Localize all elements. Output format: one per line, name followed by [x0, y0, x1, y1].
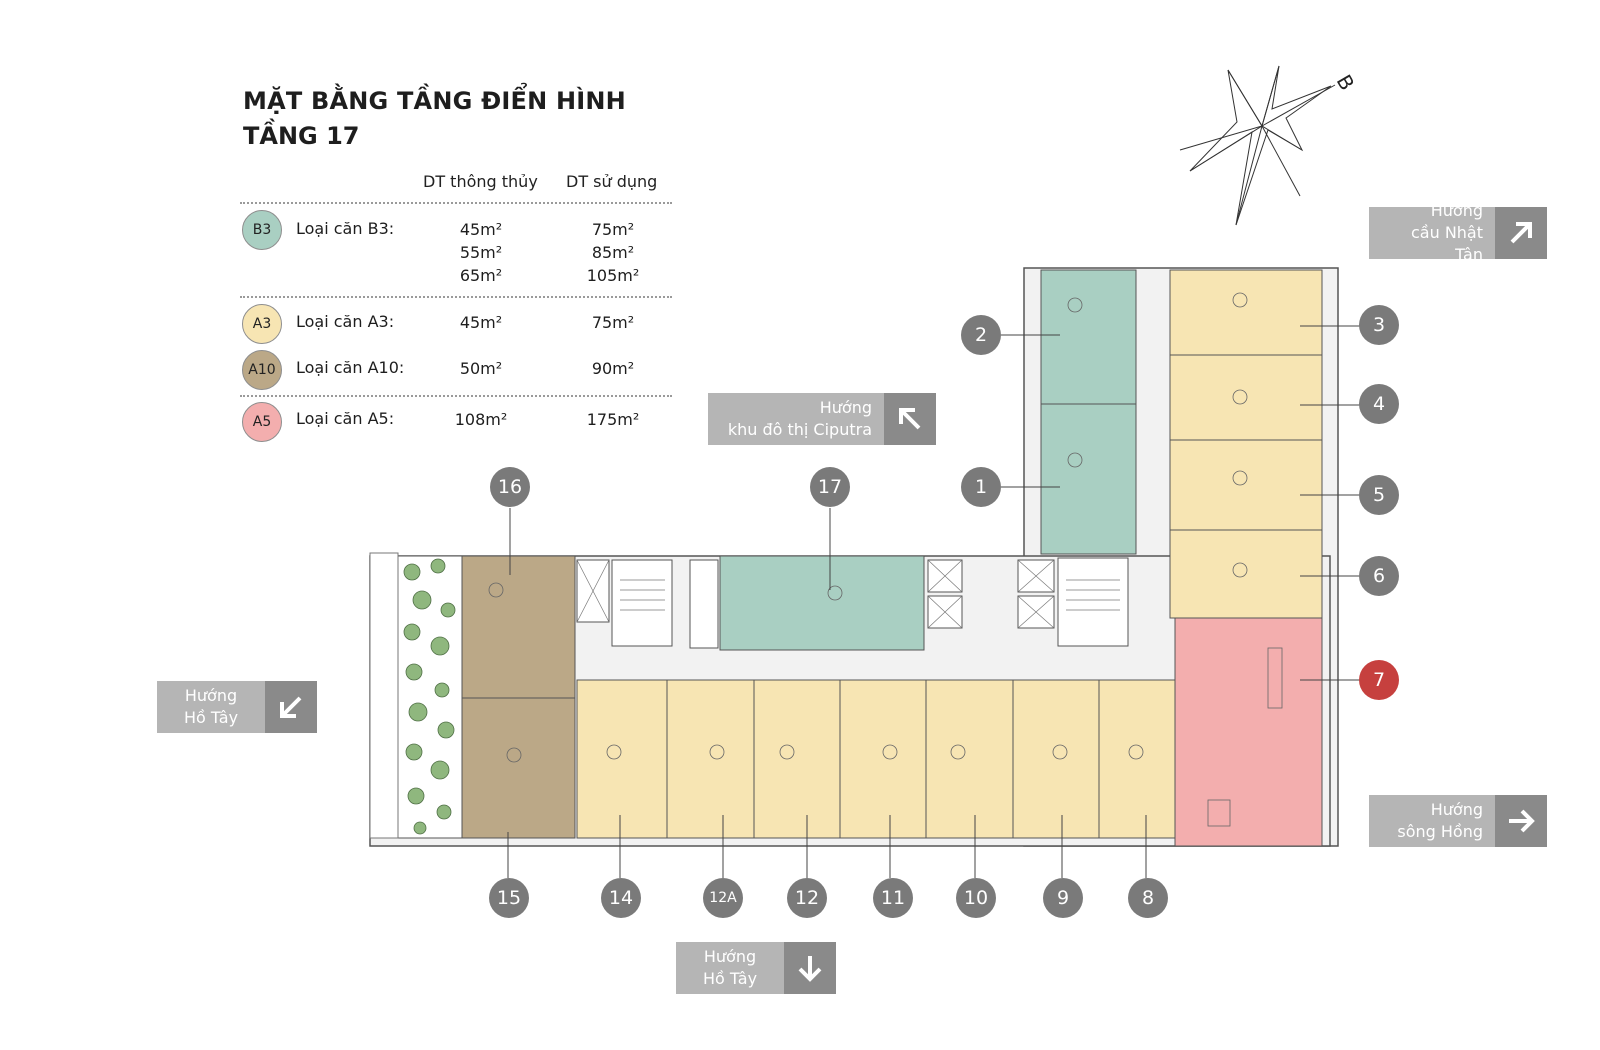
unit-6-area: [1169, 529, 1323, 619]
a10-clear-area: 50m²: [459, 359, 503, 378]
type-label-b3: Loại căn B3:: [296, 219, 395, 238]
staircase-lines: [576, 559, 1120, 629]
b3-used-area-1: 75m²: [591, 220, 635, 239]
direction-song-hong-line2: sông Hồng: [1397, 822, 1483, 841]
b3-used-area-3: 105m²: [586, 266, 640, 285]
direction-ho-tay-bottom-line1: Hướng: [703, 947, 757, 966]
unit-badge-9[interactable]: 9: [1043, 878, 1083, 918]
arrow-up-right-icon: [1495, 207, 1547, 259]
a3-used-area: 75m²: [591, 313, 635, 332]
direction-ho-tay-left-line2: Hồ Tây: [183, 708, 239, 727]
unit-12a-area: [666, 679, 755, 839]
direction-song-hong: Hướng sông Hồng: [1369, 795, 1547, 847]
b3-clear-area-1: 45m²: [459, 220, 503, 239]
unit-badge-12[interactable]: 12: [787, 878, 827, 918]
direction-nhat-tan: Hướng cầu Nhật Tân: [1369, 201, 1547, 264]
arrow-down-left-icon: [265, 681, 317, 733]
legend-divider: [240, 395, 672, 397]
arrow-right-icon: [1495, 795, 1547, 847]
direction-ciputra-line1: Hướng: [819, 398, 872, 417]
direction-ho-tay-bottom: Hướng Hồ Tây: [676, 942, 836, 994]
type-label-a5: Loại căn A5:: [296, 409, 395, 428]
direction-ho-tay-left: Hướng Hồ Tây: [157, 681, 317, 733]
unit-badge-2[interactable]: 2: [961, 315, 1001, 355]
unit-badge-1[interactable]: 1: [961, 467, 1001, 507]
unit-badge-12a[interactable]: 12A: [703, 878, 743, 918]
unit-2-area: [1040, 269, 1137, 405]
a3-clear-area: 45m²: [459, 313, 503, 332]
core-areas: [576, 557, 1129, 649]
unit-5-area: [1169, 439, 1323, 531]
unit-1-area: [1040, 403, 1137, 555]
unit-badge-10[interactable]: 10: [956, 878, 996, 918]
direction-ciputra-line2: khu đô thị Ciputra: [727, 420, 872, 439]
a5-used-area: 175m²: [586, 410, 640, 429]
legend-divider: [240, 202, 672, 204]
unit-11-area: [839, 679, 927, 839]
legend-divider: [240, 296, 672, 298]
unit-badge-11[interactable]: 11: [873, 878, 913, 918]
unit-badge-16[interactable]: 16: [490, 467, 530, 507]
unit-badge-3[interactable]: 3: [1359, 305, 1399, 345]
legend-header-clear-area: DT thông thủy: [423, 172, 538, 191]
direction-nhat-tan-line1: Hướng: [1430, 201, 1483, 220]
compass-icon: [1179, 65, 1336, 226]
b3-clear-area-2: 55m²: [459, 243, 503, 262]
page-title: MẶT BẰNG TẦNG ĐIỂN HÌNH: [243, 87, 626, 115]
unit-3-area: [1169, 269, 1323, 356]
arrow-up-left-icon: [884, 393, 936, 445]
balcony-strip: [369, 552, 399, 839]
type-label-a3: Loại căn A3:: [296, 312, 395, 331]
arrow-down-icon: [784, 942, 836, 994]
unit-badge-8[interactable]: 8: [1128, 878, 1168, 918]
unit-badge-17[interactable]: 17: [810, 467, 850, 507]
b3-used-area-2: 85m²: [591, 243, 635, 262]
type-badge-a5: A5: [242, 402, 282, 442]
furniture-icons: [488, 292, 1283, 827]
legend-header-used-area: DT sử dụng: [566, 172, 658, 191]
unit-badge-14[interactable]: 14: [601, 878, 641, 918]
unit-12-area: [753, 679, 841, 839]
tree-icons: [403, 558, 456, 835]
unit-4-area: [1169, 354, 1323, 441]
unit-16-area: [461, 555, 576, 699]
unit-leader-lines: [507, 325, 1360, 878]
direction-song-hong-line1: Hướng: [1430, 800, 1483, 819]
type-badge-a10: A10: [242, 350, 282, 390]
a5-clear-area: 108m²: [454, 410, 508, 429]
direction-ciputra: Hướng khu đô thị Ciputra: [708, 393, 936, 445]
unit-15-area: [461, 697, 576, 839]
unit-10-area: [925, 679, 1014, 839]
unit-badge-6[interactable]: 6: [1359, 556, 1399, 596]
direction-nhat-tan-line2: cầu Nhật Tân: [1410, 223, 1483, 264]
a10-used-area: 90m²: [591, 359, 635, 378]
type-badge-b3: B3: [242, 210, 282, 250]
type-badge-a3: A3: [242, 304, 282, 344]
unit-9-area: [1012, 679, 1100, 839]
unit-14-area: [576, 679, 668, 839]
unit-badge-4[interactable]: 4: [1359, 384, 1399, 424]
unit-badge-5[interactable]: 5: [1359, 475, 1399, 515]
compass-north-label: B: [1332, 71, 1360, 95]
unit-17-area: [719, 555, 925, 651]
unit-badge-15[interactable]: 15: [489, 878, 529, 918]
unit-7-area: [1174, 617, 1323, 847]
unit-badge-7[interactable]: 7: [1359, 660, 1399, 700]
floor-subtitle: TẦNG 17: [243, 122, 360, 150]
type-label-a10: Loại căn A10:: [296, 358, 405, 377]
direction-ho-tay-bottom-line2: Hồ Tây: [702, 969, 758, 988]
direction-ho-tay-left-line1: Hướng: [184, 686, 238, 705]
b3-clear-area-3: 65m²: [459, 266, 503, 285]
